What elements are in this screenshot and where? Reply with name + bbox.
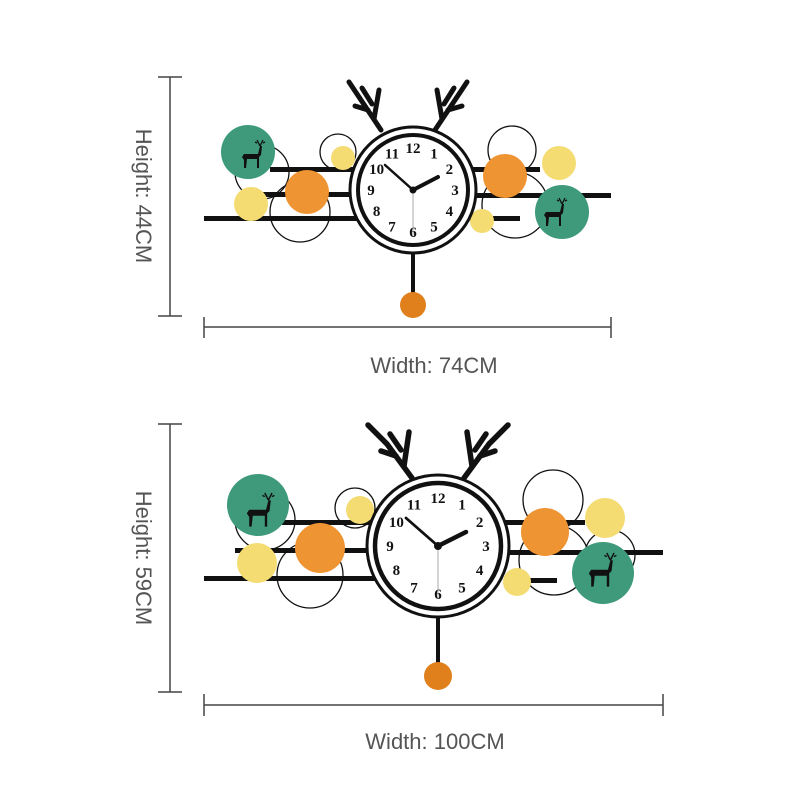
width-dimension-small xyxy=(203,317,612,338)
clock-hands xyxy=(383,163,440,236)
height-dimension-small xyxy=(158,76,182,317)
clock-illustration-small: 121234567891011 xyxy=(204,79,611,318)
width-label-small: Width: 74CM xyxy=(370,353,497,378)
clock-numeral: 8 xyxy=(373,204,381,220)
pendulum-rod xyxy=(411,245,415,293)
clock-numeral: 11 xyxy=(407,497,421,513)
orange-disc xyxy=(521,508,569,556)
clock-numeral: 3 xyxy=(482,539,490,555)
diagram-large: Height: 59CM Width: 100CM xyxy=(131,422,664,754)
deer-icon xyxy=(588,552,617,587)
yellow-disc xyxy=(234,187,268,221)
width-label-large: Width: 100CM xyxy=(365,729,504,754)
orange-disc xyxy=(285,170,329,214)
clock-numeral: 1 xyxy=(458,497,466,513)
height-label-small: Height: 44CM xyxy=(131,129,156,264)
clock-numeral: 4 xyxy=(446,204,454,220)
clock-hands xyxy=(404,516,469,599)
orange-disc xyxy=(483,154,527,198)
clock-numeral: 9 xyxy=(367,183,375,199)
orange-disc xyxy=(295,523,345,573)
clock-numeral: 9 xyxy=(386,539,394,555)
deer-icon xyxy=(246,492,275,527)
clock-numeral: 2 xyxy=(446,162,454,178)
clock-numeral: 3 xyxy=(451,183,459,199)
clock-illustration-large: 121234567891011 xyxy=(204,422,663,690)
deer-icon xyxy=(242,139,266,168)
yellow-disc xyxy=(237,543,277,583)
clock-numeral: 7 xyxy=(410,581,418,597)
clock-numeral: 7 xyxy=(388,219,396,235)
yellow-disc xyxy=(346,496,374,524)
clock-numeral: 12 xyxy=(431,491,446,507)
height-label-large: Height: 59CM xyxy=(131,491,156,626)
diagram-small: Height: 44CM Width: 74CM xyxy=(131,76,612,378)
height-dimension-large xyxy=(158,423,182,693)
pendulum-weight xyxy=(400,292,426,318)
yellow-disc xyxy=(470,209,494,233)
pendulum-weight xyxy=(424,662,452,690)
clock-numeral: 11 xyxy=(385,147,399,163)
clock-numeral: 10 xyxy=(389,515,404,531)
green-disc xyxy=(227,474,289,536)
clock-numeral: 10 xyxy=(369,162,384,178)
clock-numeral: 4 xyxy=(476,563,484,579)
green-disc xyxy=(221,125,275,179)
yellow-disc xyxy=(503,568,531,596)
width-dimension-large xyxy=(203,694,664,716)
antlers-icon xyxy=(365,422,511,481)
clock-numeral: 12 xyxy=(406,141,421,157)
clock-numeral: 5 xyxy=(458,581,466,597)
clock-numeral: 5 xyxy=(430,219,438,235)
antlers-icon xyxy=(346,79,470,133)
clock-numeral: 1 xyxy=(430,147,438,163)
yellow-disc xyxy=(542,146,576,180)
deer-icon xyxy=(544,197,568,226)
clock-numeral: 2 xyxy=(476,515,484,531)
pendulum-rod xyxy=(436,610,440,666)
clock-numeral: 8 xyxy=(393,563,401,579)
yellow-disc xyxy=(331,146,355,170)
yellow-disc xyxy=(585,498,625,538)
